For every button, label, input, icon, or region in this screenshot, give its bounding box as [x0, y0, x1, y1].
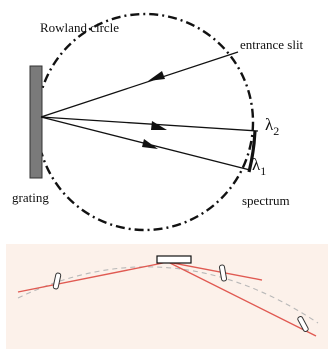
bottom-element-right	[297, 316, 309, 332]
diffracted-arrow-lambda1	[142, 139, 158, 149]
lambda2-label: λ2	[265, 115, 279, 138]
incident-arrow	[148, 71, 165, 81]
spectrum-label: spectrum	[242, 193, 290, 208]
rowland-circle-label: Rowland circle	[40, 20, 119, 35]
bottom-incident-beam	[17, 261, 169, 293]
top-schematic: Rowland circle entrance slit λ2 λ1 grati…	[12, 12, 304, 232]
bottom-element-left	[52, 272, 62, 290]
bottom-diffracted-beam-short	[167, 261, 263, 281]
grating	[29, 65, 43, 179]
bottom-element-middle	[218, 264, 228, 282]
spectrum-arc	[247, 130, 257, 173]
bottom-diffracted-beam-long	[167, 261, 317, 337]
diffracted-arrow-lambda2	[151, 121, 167, 130]
bottom-grating	[156, 255, 192, 264]
rowland-circle	[35, 12, 255, 232]
entrance-slit-label: entrance slit	[240, 37, 304, 52]
grating-label: grating	[12, 190, 49, 205]
diffracted-ray-lambda2	[40, 116, 259, 132]
bottom-panel	[6, 244, 328, 349]
lambda1-label: λ1	[252, 155, 266, 178]
bottom-dashed-arc	[17, 266, 319, 324]
incident-ray	[40, 51, 239, 118]
